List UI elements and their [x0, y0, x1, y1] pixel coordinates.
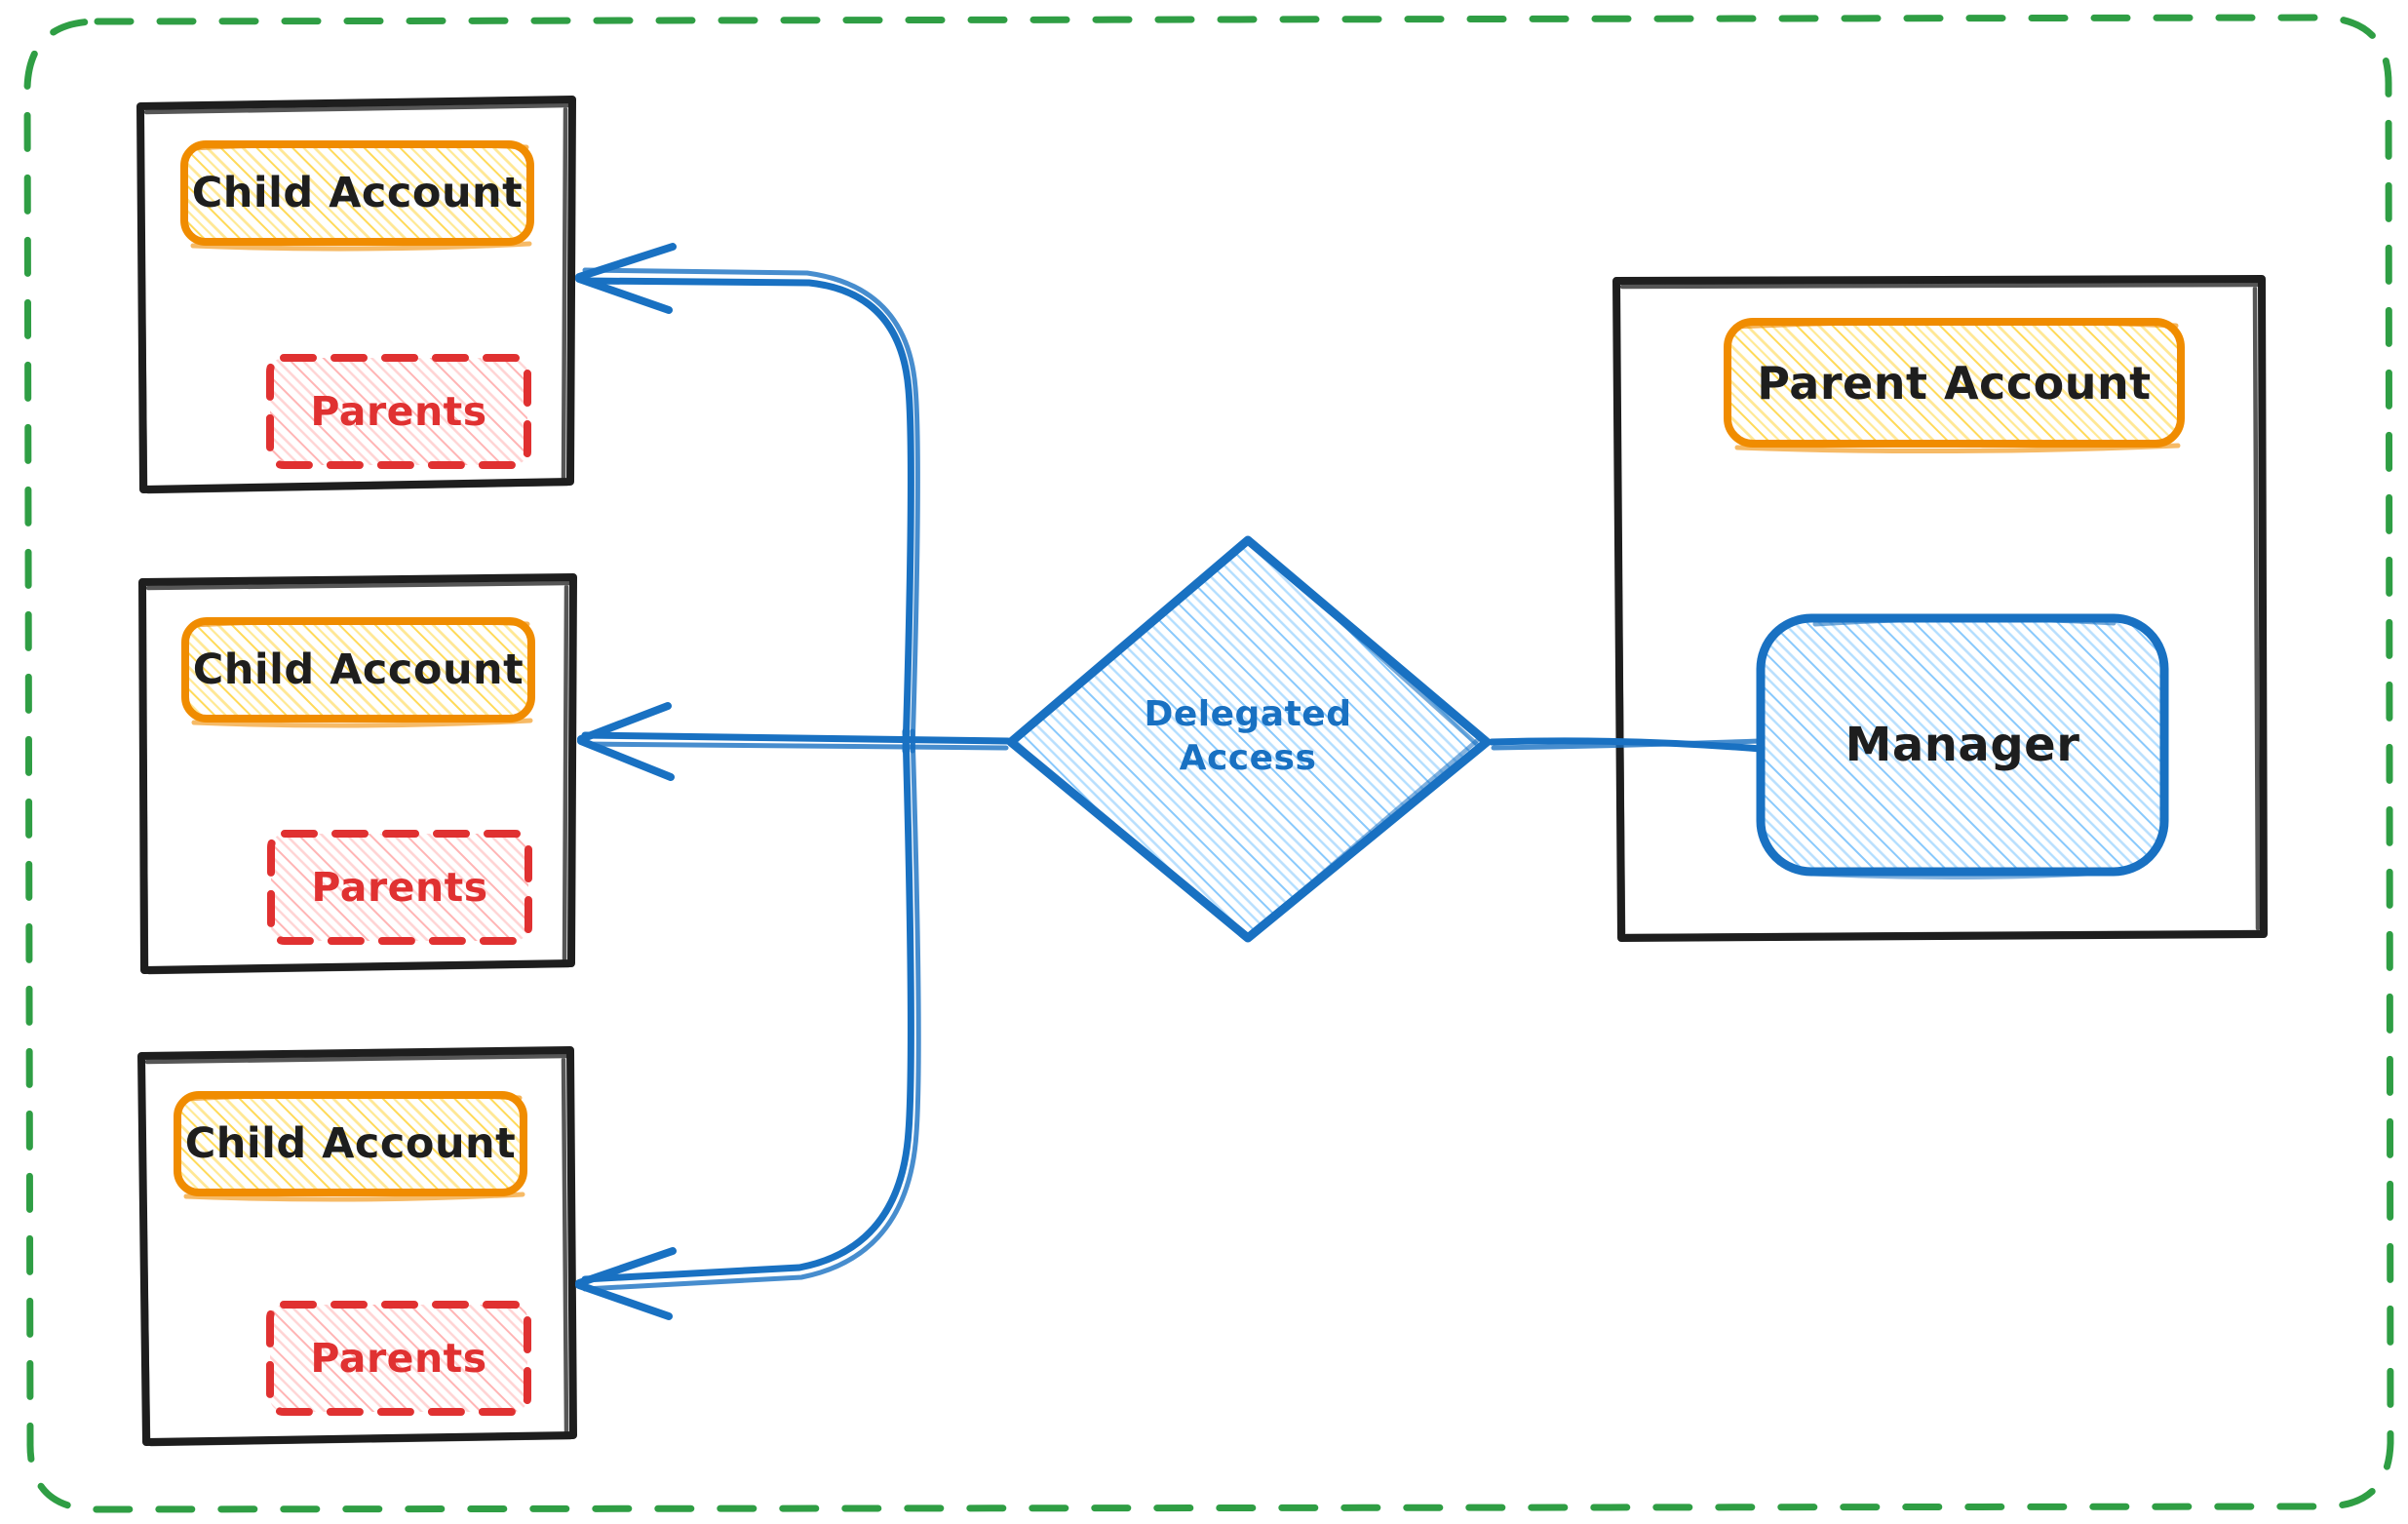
- organization-boundary: [23, 14, 2394, 1513]
- child-account-box-2[interactable]: [181, 617, 535, 728]
- parents-box-1[interactable]: [266, 354, 531, 469]
- parent-account-box[interactable]: [1724, 318, 2185, 454]
- delegated-access-diamond[interactable]: [1006, 535, 1492, 943]
- manager-box[interactable]: [1756, 613, 2169, 880]
- connector-manager-to-delegated: [1488, 737, 1765, 753]
- connector-delegated-to-child-1: [575, 243, 920, 755]
- connector-delegated-to-child-3: [575, 727, 921, 1320]
- child-account-box-1[interactable]: [180, 140, 534, 252]
- parents-box-2[interactable]: [267, 830, 532, 945]
- parents-box-3[interactable]: [266, 1301, 531, 1416]
- connector-delegated-to-child-2: [577, 702, 1012, 781]
- child-account-box-3[interactable]: [174, 1091, 527, 1202]
